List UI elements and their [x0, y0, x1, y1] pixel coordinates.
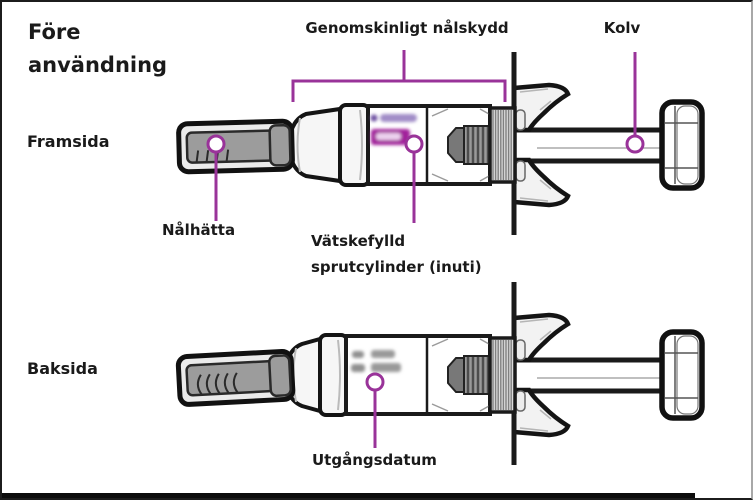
needle-shield-bracket [291, 79, 507, 102]
needle-cap-back [175, 348, 296, 407]
back-syringe [175, 282, 702, 465]
expiry-marker [365, 372, 385, 392]
back-view-label: Baksida [27, 359, 98, 378]
front-view-label: Framsida [27, 132, 110, 151]
front-syringe [176, 52, 702, 235]
needle-cap-marker [206, 134, 226, 154]
callout-needle-shield-label: Genomskinligt nålskydd [305, 19, 509, 37]
callout-needle-cap-label: Nålhätta [162, 221, 236, 239]
back-label-print-blurred [351, 350, 401, 372]
callout-expiry-label: Utgångsdatum [312, 451, 437, 469]
callout-barrel-label: Vätskefylld sprutcylinder (inuti) [311, 232, 482, 276]
needle-cap-front [176, 118, 295, 175]
callout-markers [206, 134, 645, 392]
bottom-border-bar [2, 493, 695, 498]
front-label-print-blurred [370, 114, 417, 145]
barrel-marker [404, 134, 424, 154]
plunger-marker [625, 134, 645, 154]
page-title: Före användning [28, 20, 168, 77]
callout-lines [214, 50, 637, 448]
callout-plunger-label: Kolv [603, 19, 641, 37]
